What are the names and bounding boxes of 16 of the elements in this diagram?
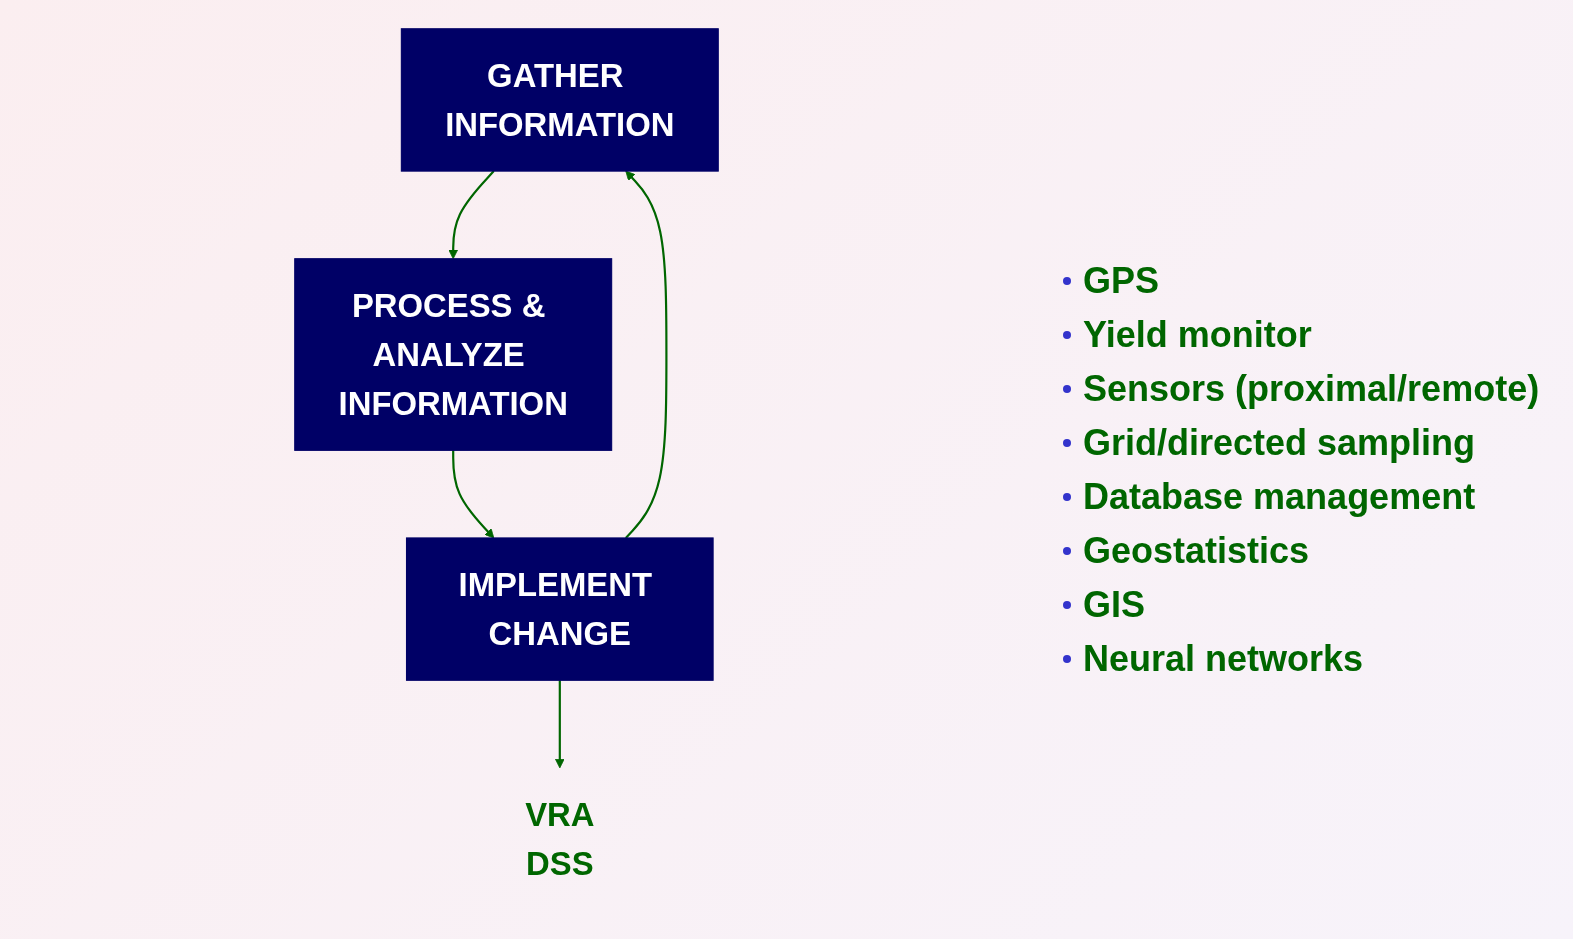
node-box: GATHER INFORMATION — [400, 28, 719, 172]
bullet-text: Sensors (proximal/remote) — [1083, 367, 1540, 410]
arrow — [625, 170, 668, 539]
bullet-text: Grid/directed sampling — [1083, 421, 1476, 464]
bullet-text: GIS — [1083, 583, 1145, 626]
node-box: IMPLEMENT CHANGE — [405, 537, 714, 681]
arrow — [452, 450, 495, 539]
node-box: PROCESS & ANALYZE INFORMATION — [294, 258, 613, 451]
bullet-text: GPS — [1083, 259, 1160, 302]
bullet-text: Geostatistics — [1083, 529, 1310, 572]
arrow — [448, 170, 495, 260]
node-text: VRA DSS — [525, 796, 595, 882]
bullet-text: Yield monitor — [1083, 313, 1312, 356]
arrow — [555, 680, 565, 769]
bullet-text: Neural networks — [1083, 637, 1364, 680]
bullet-text: Database management — [1083, 475, 1476, 518]
